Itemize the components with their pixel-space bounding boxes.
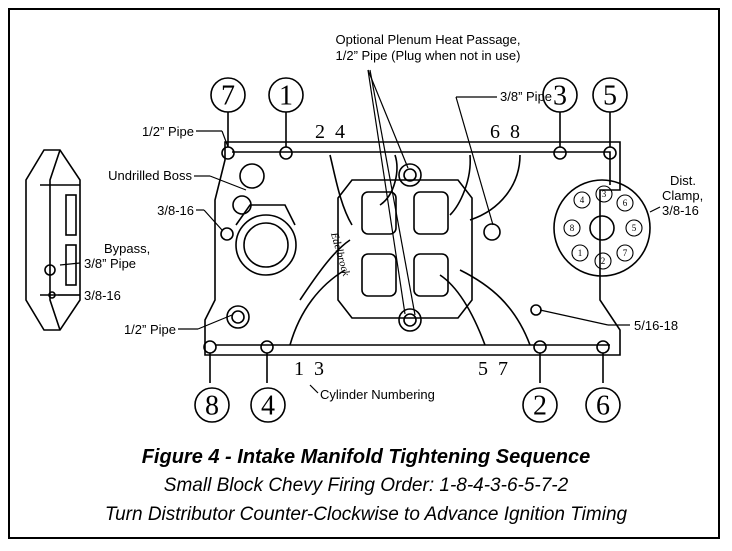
fo-number: 8 [570,223,575,233]
label-clamp-thread: 3/8-16 [662,203,699,218]
label-3-8-16-upper: 3/8-16 [157,203,194,218]
sequence-number-1: 1 [279,81,293,112]
sequence-number-7: 7 [221,81,235,112]
sequence-number-4: 4 [261,391,275,422]
cylinder-numbers-top-left: 2 4 [315,121,345,143]
label-3-8-16-lower: 3/8-16 [84,288,121,303]
label-5-16-18: 5/16-18 [634,318,679,333]
label-1-2-pipe-top: 1/2” Pipe [141,124,194,139]
sequence-number-6: 6 [596,391,610,422]
cylinder-numbers-bottom-right: 5 7 [478,358,508,380]
label-3-8-pipe-top: 3/8” Pipe [500,89,553,104]
figure-title: Figure 4 - Intake Manifold Tightening Se… [141,446,591,468]
bolt-holes [203,146,617,354]
label-bypass-pipe: 3/8” Pipe [84,256,137,271]
sequence-number-5: 5 [603,81,617,112]
manifold-top-view [204,141,621,356]
firing-order-numbers: 4 3 6 8 5 1 2 7 [570,189,637,266]
carb-pad [337,179,473,319]
fo-number: 5 [632,223,637,233]
firing-order-caption: Small Block Chevy Firing Order: 1-8-4-3-… [163,475,569,496]
label-cylinder-numbering: Cylinder Numbering [320,387,435,402]
label-clamp: Clamp, [662,188,704,203]
label-1-2-pipe-bottom: 1/2” Pipe [123,322,176,337]
fo-number: 2 [601,256,606,266]
fo-number: 4 [580,195,585,205]
label-bypass: Bypass, [104,241,151,256]
label-plenum-heat-passage-detail: 1/2” Pipe (Plug when not in use) [335,48,521,63]
figure-frame [8,8,720,539]
sequence-number-3: 3 [553,81,567,112]
label-dist: Dist. [670,173,696,188]
cylinder-numbers-bottom-left: 1 3 [294,358,324,380]
sequence-number-2: 2 [533,391,547,422]
fo-number: 3 [602,189,607,199]
distributor-cap [553,179,651,277]
label-plenum-heat-passage: Optional Plenum Heat Passage, [335,32,521,47]
cylinder-numbers-top-right: 6 8 [490,121,520,143]
fo-number: 7 [623,248,628,258]
timing-caption: Turn Distributor Counter-Clockwise to Ad… [104,504,628,525]
fo-number: 6 [623,198,628,208]
fo-number: 1 [578,248,583,258]
runner-logo: Edelbrock [328,230,352,278]
label-undrilled-boss: Undrilled Boss [108,168,192,183]
sequence-number-8: 8 [205,391,219,422]
